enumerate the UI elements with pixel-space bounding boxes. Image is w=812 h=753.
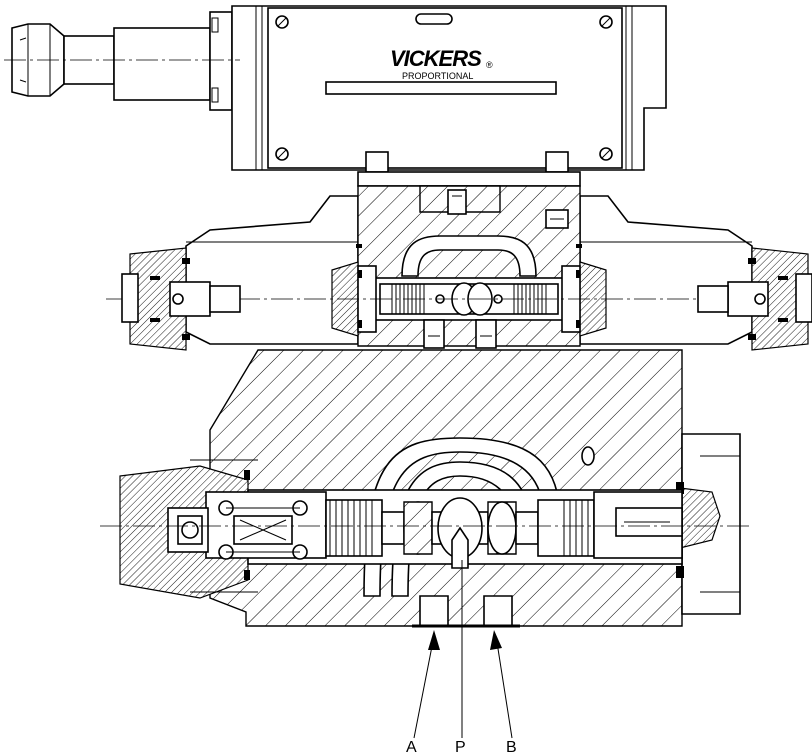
pilot-end-cap-left	[121, 247, 241, 351]
registered-mark: ®	[486, 60, 493, 70]
pilot-end-cap-right	[697, 247, 812, 351]
nameplate: VICKERS ® PROPORTIONAL	[325, 46, 557, 95]
solenoid-housing: VICKERS ® PROPORTIONAL	[4, 5, 667, 171]
cover-screw	[599, 147, 613, 161]
main-valve-body	[100, 349, 752, 628]
port-b-label: B	[506, 739, 517, 753]
cover-screw	[599, 15, 613, 29]
port-p-label: P	[455, 739, 466, 753]
pilot-valve-section	[106, 151, 812, 349]
nameplate-subtitle: PROPORTIONAL	[402, 71, 473, 81]
port-callouts: A P B	[406, 560, 517, 753]
brand-logo-text: VICKERS	[390, 46, 482, 71]
port-a-label: A	[406, 739, 417, 753]
cover-screw	[275, 15, 289, 29]
cover-screw	[275, 147, 289, 161]
